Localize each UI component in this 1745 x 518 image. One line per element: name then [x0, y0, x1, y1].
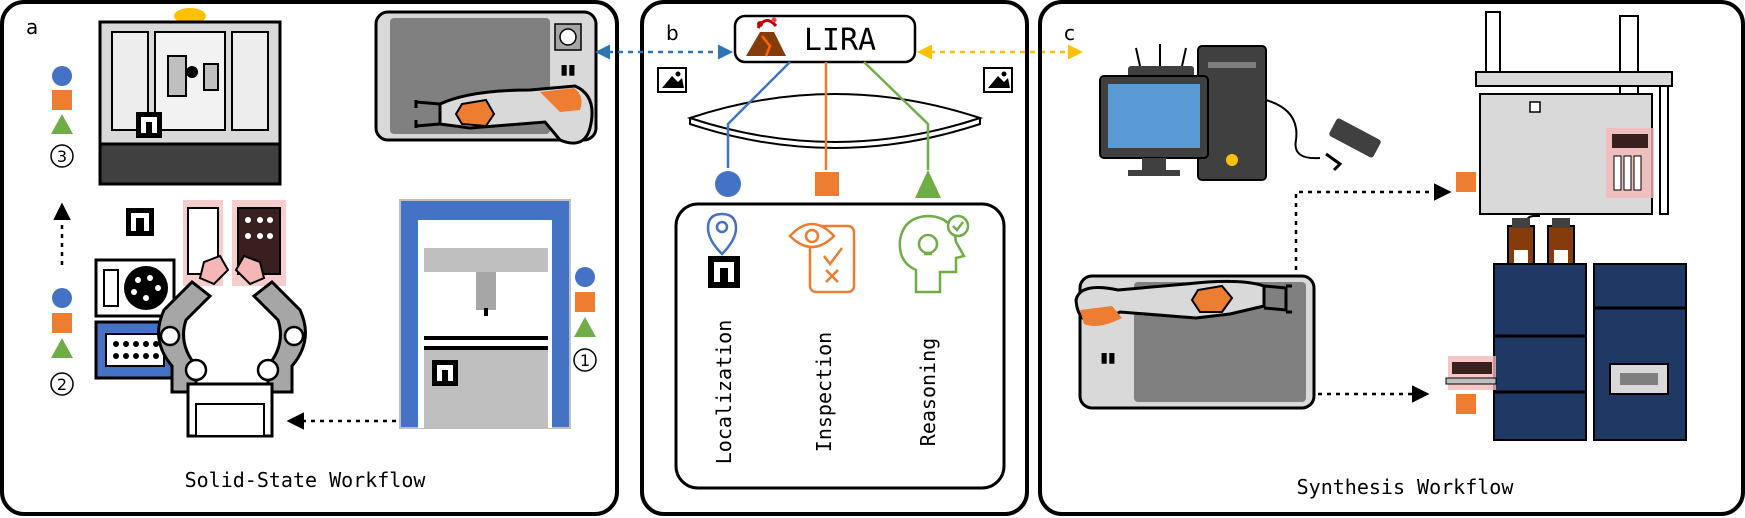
panel-a-letter: a [26, 15, 38, 39]
lens-icon [686, 93, 984, 149]
fiducial-marker-icon [708, 256, 740, 288]
panel-b-frame [640, 0, 1029, 516]
camera-icon [1325, 118, 1381, 172]
localization-circle-marker [715, 171, 741, 197]
panel-b: b LIRA [640, 0, 1029, 516]
step-marker-3: 3 [57, 147, 67, 166]
panel-b-letter: b [666, 21, 679, 45]
arrow-robot-to-liquid-handler [1294, 183, 1452, 270]
reasoning-triangle-marker [51, 114, 73, 134]
capability-markers-1: 1 [573, 267, 597, 372]
inspection-square-marker [815, 172, 839, 196]
inspection-square-marker-hplc [1456, 394, 1476, 414]
localization-circle-marker [52, 66, 72, 86]
panel-c-frame [1038, 0, 1745, 516]
svg-text:▮▮: ▮▮ [560, 62, 575, 78]
inspection-square-marker-synthesis [1456, 172, 1476, 192]
inspection-label: Inspection [812, 332, 836, 452]
lira-title: LIRA [804, 23, 876, 58]
capability-markers-2: 2 [50, 288, 74, 396]
image-icon-right [983, 67, 1013, 93]
dual-arm-robot [157, 254, 307, 438]
panel-c-caption: Synthesis Workflow [1297, 475, 1515, 499]
location-pin-icon [706, 212, 738, 256]
panel-c-letter: c [1064, 21, 1075, 45]
panel-a: a 3 [0, 0, 619, 516]
reasoning-connector [863, 61, 930, 170]
svg-text:▮▮: ▮▮ [1100, 350, 1115, 366]
volcano-icon [746, 17, 786, 57]
panel-a-frame [0, 0, 619, 516]
head-lightbulb-icon [898, 214, 970, 294]
furnace-instrument [399, 199, 571, 429]
panel-c: c [1038, 0, 1745, 516]
camera-cable [1265, 99, 1321, 160]
image-icon-left [657, 67, 687, 93]
hplc-instrument [1445, 215, 1687, 441]
computer-icon [1099, 44, 1267, 181]
xrd-instrument [98, 8, 282, 186]
step-marker-1: 1 [580, 351, 590, 370]
mobile-robot-topview: ▮▮ [374, 10, 598, 145]
reasoning-label: Reasoning [916, 338, 940, 446]
liquid-handler [1475, 11, 1673, 215]
inspection-square-marker [52, 90, 72, 110]
localization-label: Localization [712, 320, 736, 465]
eye-clipboard-icon [788, 222, 856, 294]
step-marker-2: 2 [57, 375, 67, 394]
localization-connector [726, 61, 791, 168]
reasoning-triangle-marker [915, 170, 941, 198]
panel-a-caption: Solid-State Workflow [185, 468, 427, 492]
fiducial-marker-icon [136, 112, 162, 138]
capability-markers-3: 3 [50, 66, 74, 168]
mobile-robot-topview-synthesis: ▮▮ [1074, 274, 1316, 410]
